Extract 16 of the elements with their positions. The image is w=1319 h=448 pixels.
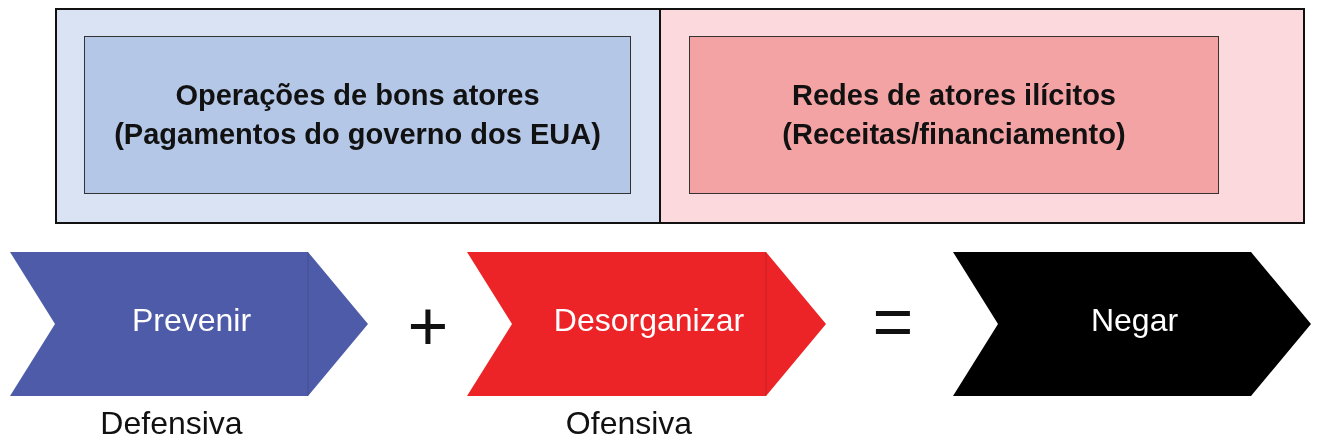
chevron-arrow [953,252,1311,396]
chevron-arrow [10,252,368,396]
caption-text: Ofensiva [565,405,693,442]
chevron-label: Prevenir [131,301,252,339]
box-text: Redes de atores ilícitos [792,77,1116,113]
category-box [84,36,631,194]
caption-text: Defensiva [100,405,243,442]
operator-sign: = [872,287,914,357]
operator-sign: + [407,291,449,361]
chevron-arrow [467,252,826,396]
category-box [689,36,1219,194]
box-text: Operações de bons atores [175,77,540,113]
box-text: (Receitas/financiamento) [782,117,1126,152]
box-text: (Pagamentos do governo dos EUA) [114,117,601,152]
chevron-label: Desorganizar [553,301,745,339]
chevron-label: Negar [1090,301,1179,339]
